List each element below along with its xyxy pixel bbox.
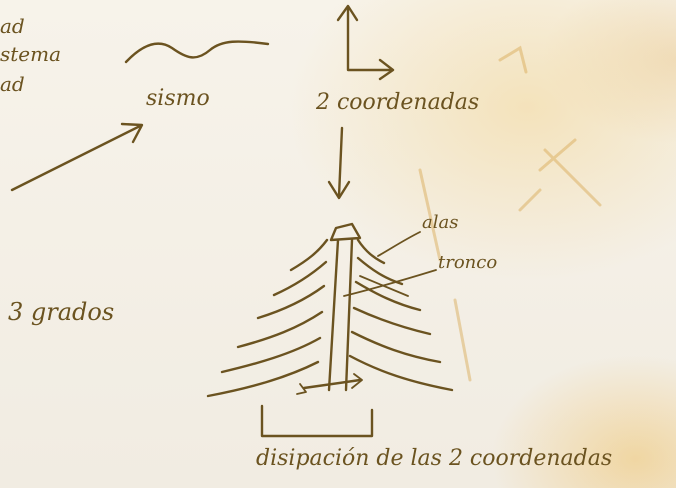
diagonal-arrow-icon — [12, 124, 142, 190]
foundation-base-shape — [262, 406, 372, 436]
seismic-wave-line — [126, 42, 268, 62]
coordinates-label: 2 coordenadas — [316, 92, 479, 114]
coordinate-axes-icon — [338, 6, 393, 79]
right-wings-shape — [350, 240, 452, 390]
bottom-caption: disipación de las 2 coordenadas — [256, 448, 612, 470]
label-fragment-3: ad — [0, 74, 25, 94]
tronco-label: tronco — [438, 254, 497, 272]
ala-leader-line — [378, 232, 420, 256]
tronco-cross-stroke — [360, 276, 408, 296]
down-arrow-icon — [329, 128, 349, 198]
label-fragment-1: ad — [0, 16, 25, 36]
left-wings-shape — [208, 240, 327, 396]
sismo-label: sismo — [146, 88, 210, 110]
tres-grados-label: 3 grados — [8, 300, 114, 324]
label-fragment-2: stema — [0, 44, 61, 64]
ala-label: alas — [422, 214, 458, 232]
